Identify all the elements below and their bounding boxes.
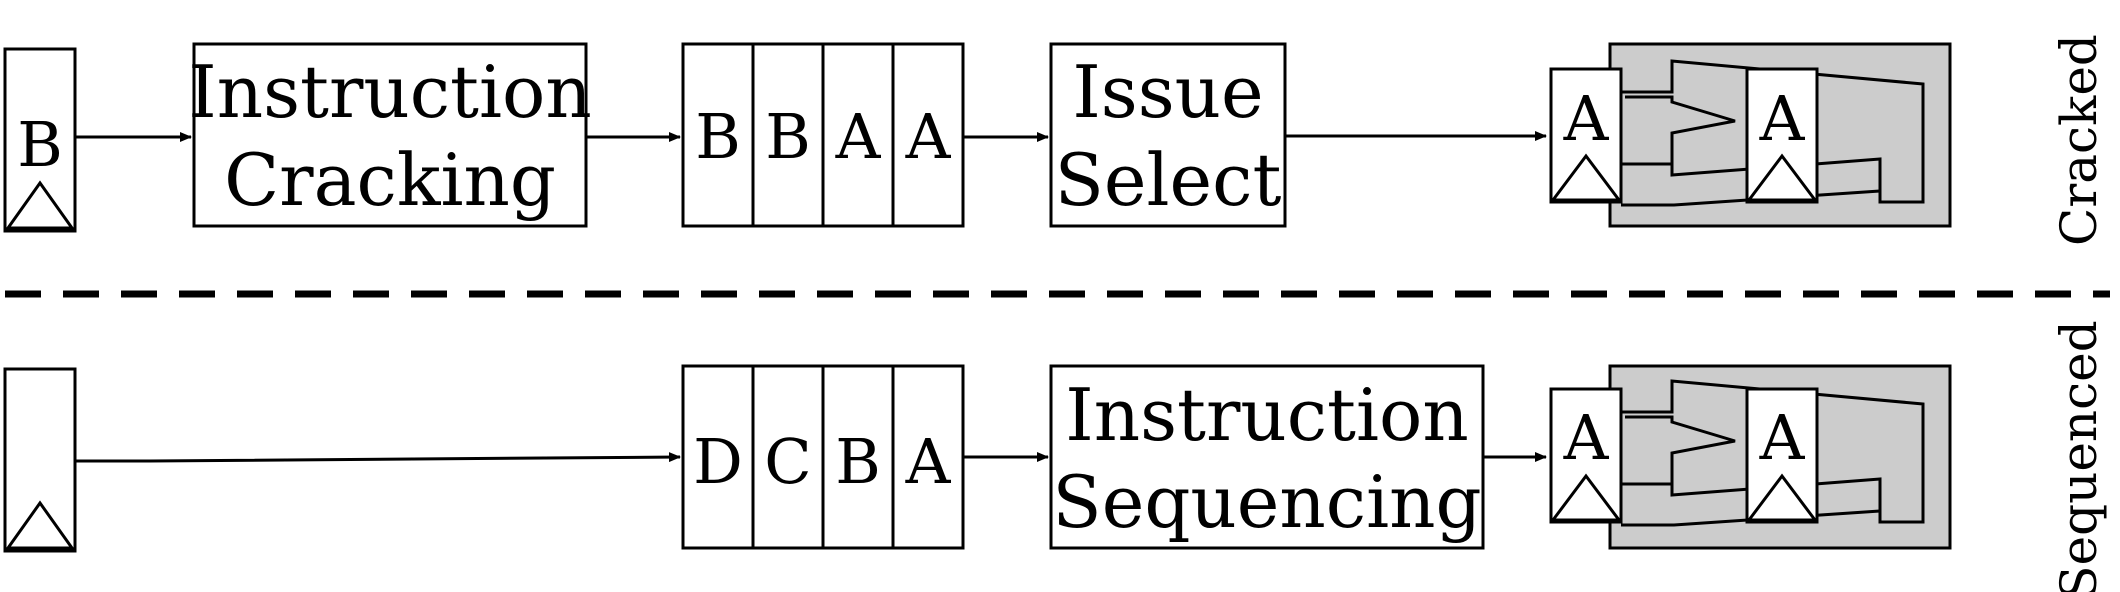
cracked-queue: B B A A: [681, 42, 965, 228]
queue-slot-label: C: [764, 425, 811, 498]
queue-slot-label: D: [693, 425, 743, 498]
cracking-label-line1: Instruction: [188, 50, 592, 134]
sequenced-unit-register-1: A: [1549, 387, 1623, 524]
fu-datapath: [1621, 379, 1925, 527]
unit-register-label: A: [1759, 82, 1806, 155]
queue-slot: [821, 364, 895, 550]
cracked-row: B Instruction Cracking B B A A Issue Sel…: [3, 42, 1952, 233]
side-label-sequenced: Sequenced: [2050, 320, 2108, 592]
queue-slot-label: B: [765, 100, 811, 173]
unit-register-label: A: [1563, 401, 1610, 474]
queue-slot: [751, 42, 825, 228]
issue-select-line2: Select: [1055, 138, 1282, 222]
queue-slot: [681, 364, 755, 550]
queue-slot-label: A: [905, 100, 952, 173]
sequenced-unit-register-2: A: [1745, 387, 1819, 524]
cracking-label-line2: Cracking: [224, 138, 556, 222]
cracked-unit-register-2: A: [1745, 67, 1819, 204]
fu-datapath: [1625, 415, 1882, 511]
queue-slot: [751, 364, 825, 550]
fu-datapath: [1621, 59, 1925, 207]
queue-slot: [891, 42, 965, 228]
queue-slot: [891, 364, 965, 550]
cracked-source-register: B: [3, 47, 77, 233]
arrow: [75, 452, 681, 463]
queue-slot: [681, 42, 755, 228]
queue-slot-label: B: [695, 100, 741, 173]
issue-select-box: Issue Select: [1049, 42, 1287, 228]
instruction-cracking-box: Instruction Cracking: [188, 42, 592, 228]
cracked-source-letter: B: [17, 108, 63, 181]
sequencing-label-line2: Sequencing: [1052, 460, 1481, 544]
sequenced-queue: D C B A: [681, 364, 965, 550]
side-label-cracked: Cracked: [2050, 34, 2108, 246]
queue-slot-label: A: [835, 100, 882, 173]
sequenced-source-register: [3, 367, 77, 553]
cracked-unit-register-1: A: [1549, 67, 1623, 204]
fu-datapath: [1625, 95, 1882, 191]
sequenced-row: D C B A Instruction Sequencing A A: [3, 364, 1952, 553]
queue-slot-label: A: [905, 425, 952, 498]
queue-slot-label: B: [835, 425, 881, 498]
sequencing-label-line1: Instruction: [1065, 373, 1469, 457]
unit-register-label: A: [1759, 401, 1806, 474]
issue-select-line1: Issue: [1072, 50, 1263, 134]
instruction-sequencing-box: Instruction Sequencing: [1049, 364, 1485, 550]
unit-register-label: A: [1563, 82, 1610, 155]
